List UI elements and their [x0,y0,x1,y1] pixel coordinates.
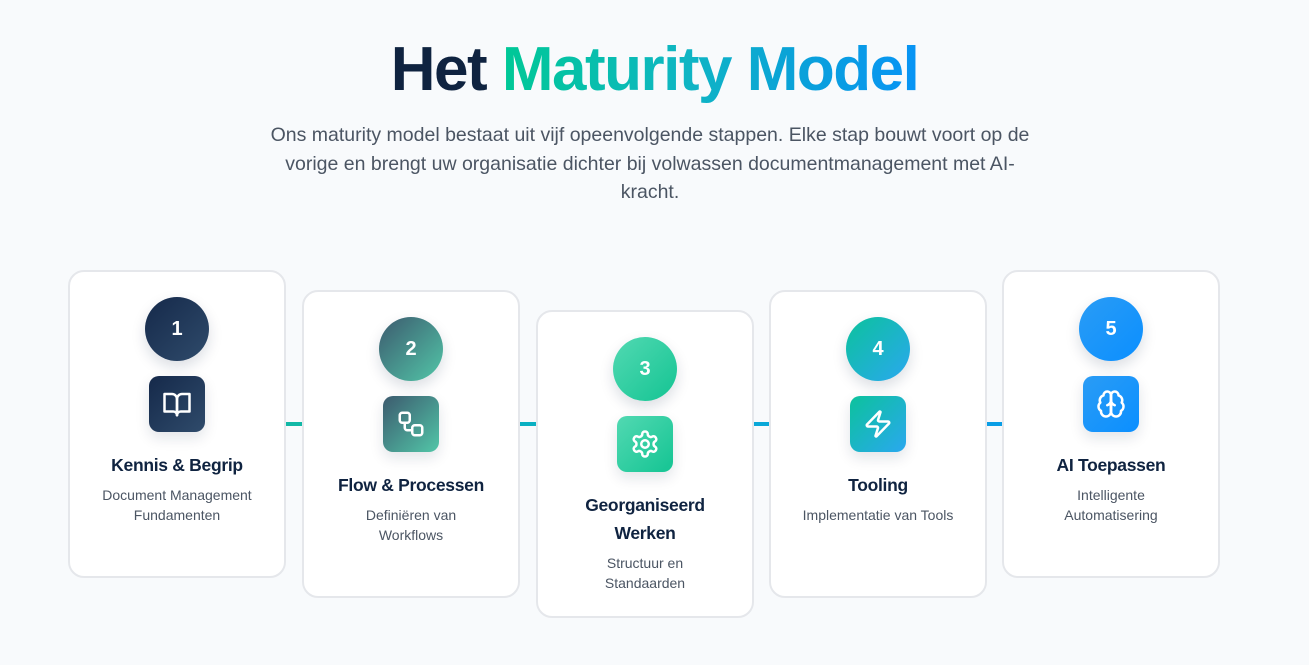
step-card-4[interactable]: 4 Tooling Implementatie van Tools [769,290,987,598]
connector-3-4 [752,422,770,426]
step-icon-box [850,396,906,452]
lightning-icon [865,410,891,438]
step-title: Flow & Processen [338,475,484,495]
step-description: Document Management Fundamenten [102,487,252,523]
step-icon-box [383,396,439,452]
step-title: Tooling [848,475,908,495]
step-card-5[interactable]: 5 AI Toepassen Intelligente Automatiseri… [1002,270,1220,578]
page-subtitle: Ons maturity model bestaat uit vijf opee… [270,124,1030,203]
step-title: Georganiseerd Werken [585,495,705,543]
step-card-1[interactable]: 1 Kennis & Begrip Document Management Fu… [68,270,286,578]
step-description: Implementatie van Tools [802,507,954,523]
connector-4-5 [985,422,1003,426]
step-number-badge: 1 [145,297,209,361]
page-title: Het Maturity Model [0,30,1309,110]
workflow-icon [398,411,424,437]
step-description: Structuur en Standaarden [604,555,686,591]
step-description: Intelligente Automatisering [1064,487,1158,523]
step-card-2[interactable]: 2 Flow & Processen Definiëren van Workfl… [302,290,520,598]
step-number-badge: 5 [1079,297,1143,361]
book-open-icon [163,392,191,417]
step-icon-box [149,376,205,432]
step-title: AI Toepassen [1056,455,1166,475]
title-part-2: Maturity Model [501,35,920,104]
step-description: Definiëren van Workflows [365,507,457,543]
gear-icon [632,430,658,458]
connector-2-3 [518,422,536,426]
step-icon-box [617,416,673,472]
connector-1-2 [285,422,303,426]
step-title: Kennis & Begrip [111,455,243,475]
step-number-badge: 2 [379,317,443,381]
step-number-badge: 4 [846,317,910,381]
brain-icon [1097,390,1125,418]
step-number-badge: 3 [613,337,677,401]
title-part-1: Het [390,35,488,104]
step-icon-box [1083,376,1139,432]
step-card-3[interactable]: 3 Georganiseerd Werken Structuur en Stan… [536,310,754,618]
